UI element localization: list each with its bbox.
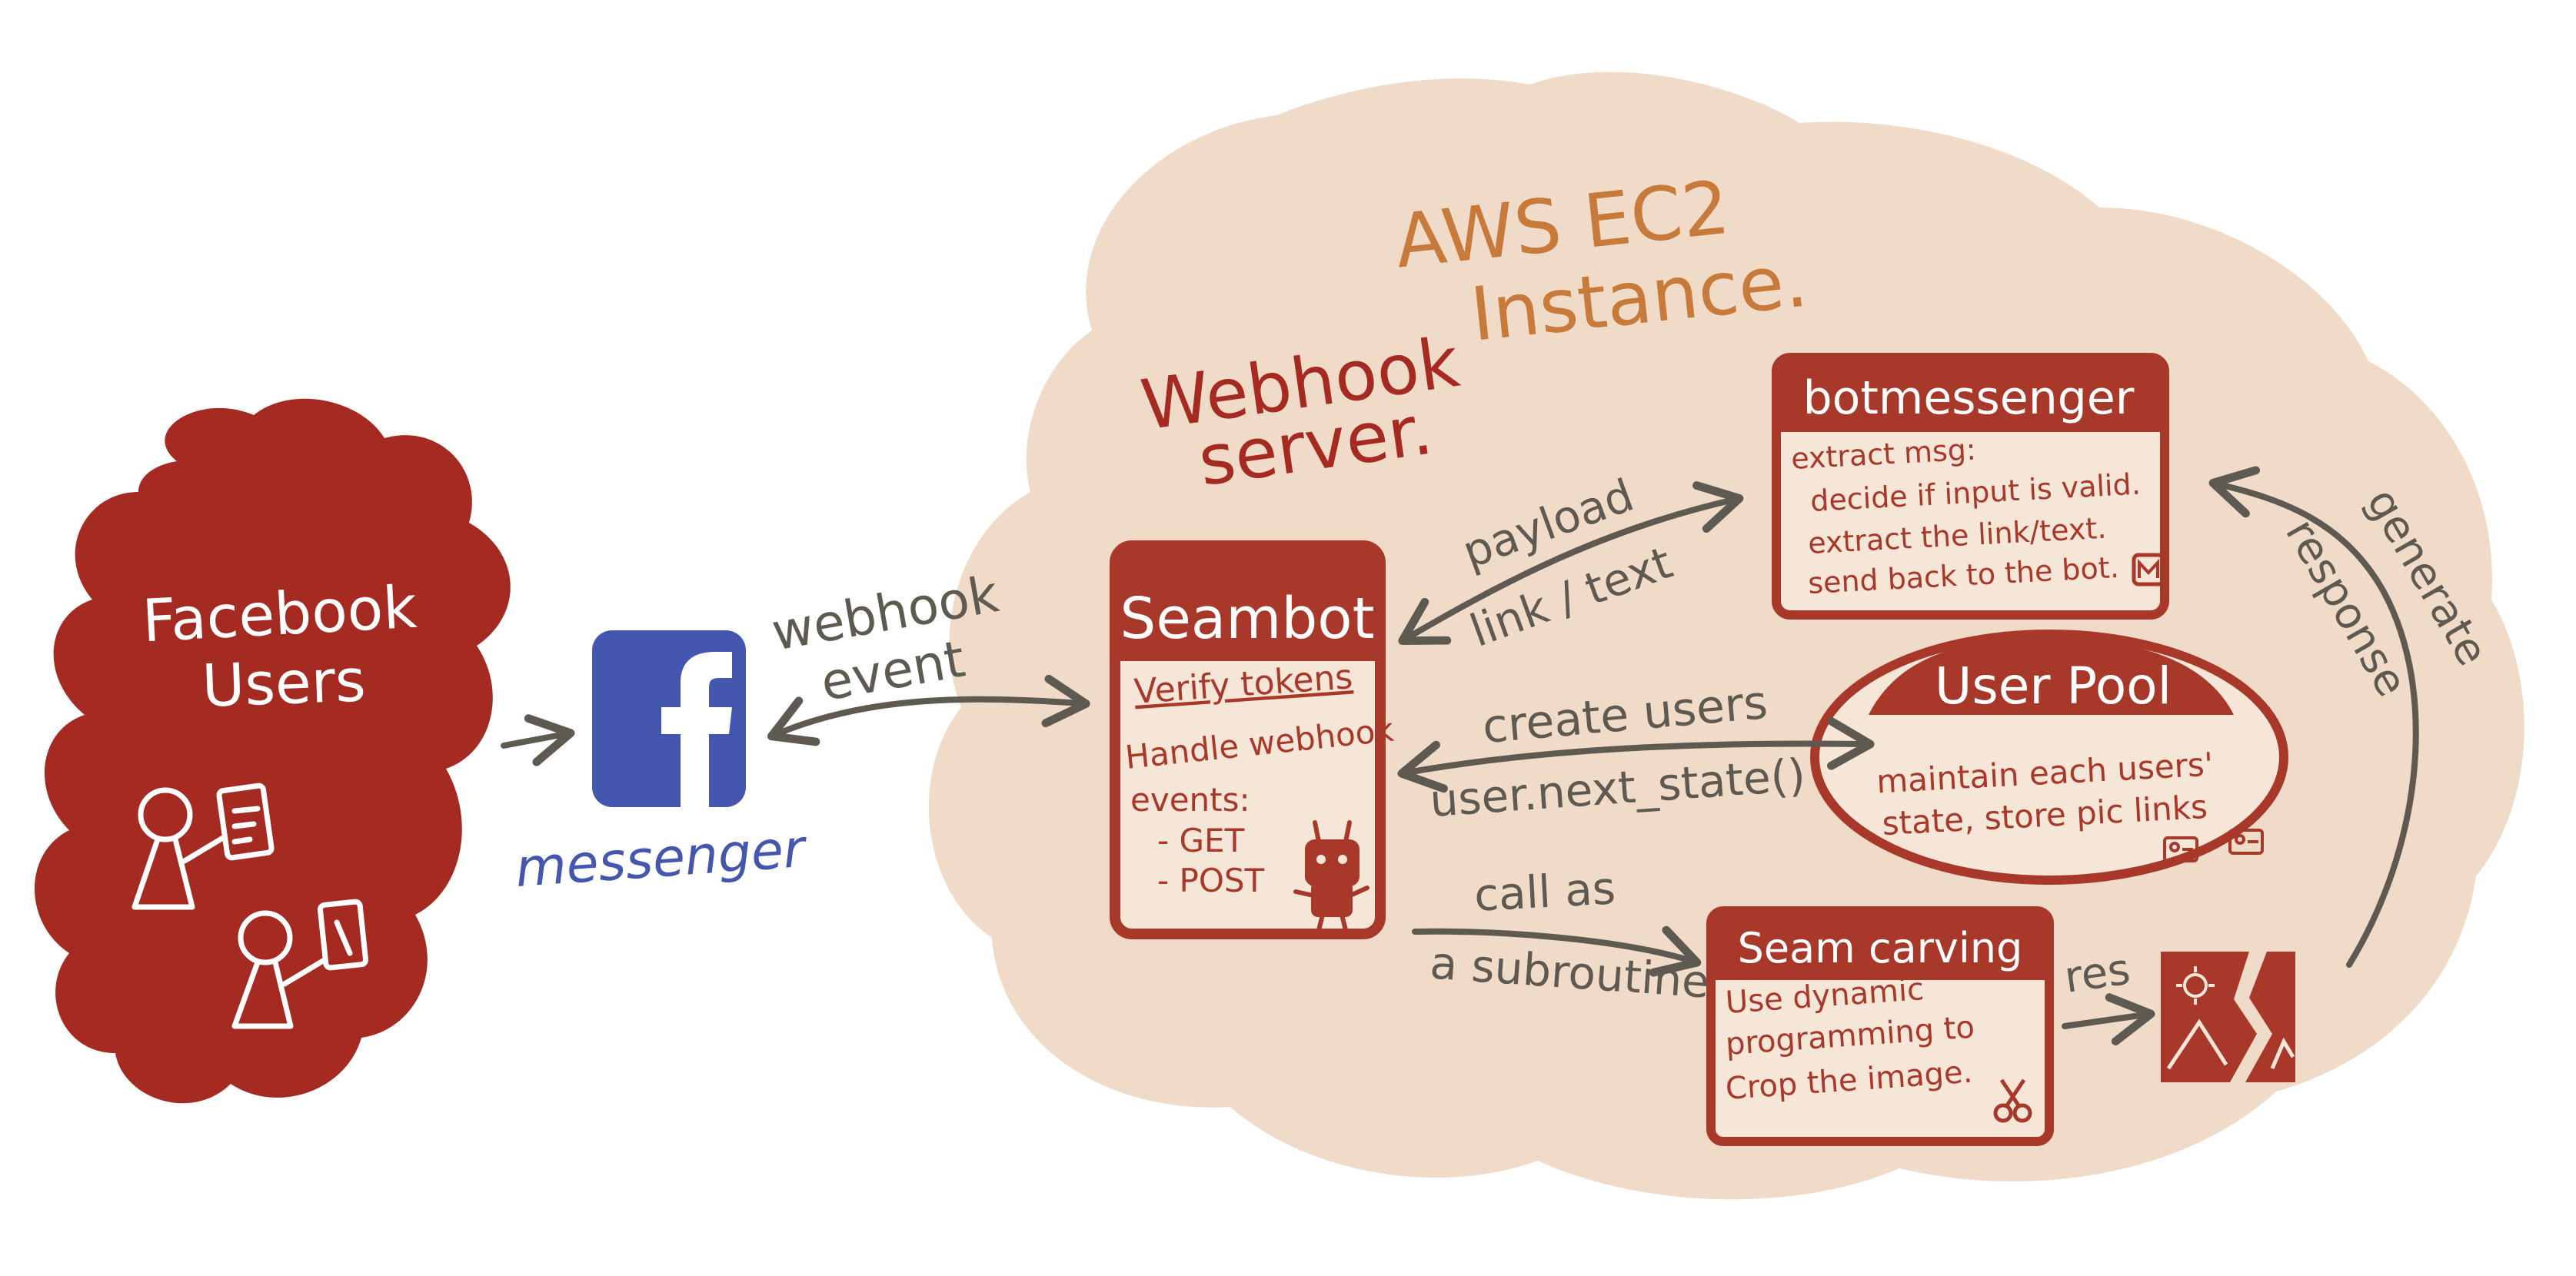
botmessenger-title: botmessenger bbox=[1803, 371, 2135, 425]
seambot-line5: - POST bbox=[1157, 862, 1265, 899]
users-title-line2: Users bbox=[201, 646, 367, 719]
scissors-icon bbox=[1993, 1078, 2032, 1123]
seambot-title: Seambot bbox=[1120, 586, 1374, 652]
seambot-box: Seambot Verify tokens Handle webhook eve… bbox=[1110, 540, 1396, 939]
seam-carving-title: Seam carving bbox=[1738, 924, 2023, 972]
facebook-users-region bbox=[35, 398, 511, 1104]
people-with-phones-icon bbox=[131, 783, 369, 1029]
arrow-seambot-botmessenger bbox=[1398, 481, 1744, 646]
arrow-seambot-seamcarving bbox=[1412, 925, 1702, 977]
users-title-line1: Facebook bbox=[141, 573, 418, 656]
facebook-f-icon bbox=[592, 630, 746, 807]
robot-icon bbox=[1293, 820, 1370, 932]
arrow-users-to-messenger bbox=[501, 714, 575, 766]
arrow-seamcarving-result bbox=[2062, 993, 2155, 1046]
messenger-m-icon bbox=[2132, 553, 2165, 586]
call-label-line1: call as bbox=[1473, 862, 1616, 922]
user-pool-title: User Pool bbox=[1935, 656, 2172, 716]
seambot-line3: events: bbox=[1130, 781, 1250, 819]
botmessenger-box: botmessenger extract msg: decide if inpu… bbox=[1772, 353, 2169, 620]
arrow-seambot-userpool bbox=[1397, 717, 1875, 793]
arrow-messenger-seambot bbox=[767, 674, 1090, 746]
seam-carving-box: Seam carving Use dynamic programming to … bbox=[1706, 906, 2054, 1146]
broken-image-icon bbox=[2161, 952, 2295, 1082]
messenger-label: messenger bbox=[514, 819, 810, 899]
arrow-result-botmessenger bbox=[2208, 466, 2419, 968]
res-label: res bbox=[2062, 945, 2134, 1003]
user-card-icon bbox=[2163, 829, 2264, 862]
seambot-line4: - GET bbox=[1157, 822, 1245, 859]
user-pool-box: User Pool maintain each users' state, st… bbox=[1810, 630, 2288, 885]
